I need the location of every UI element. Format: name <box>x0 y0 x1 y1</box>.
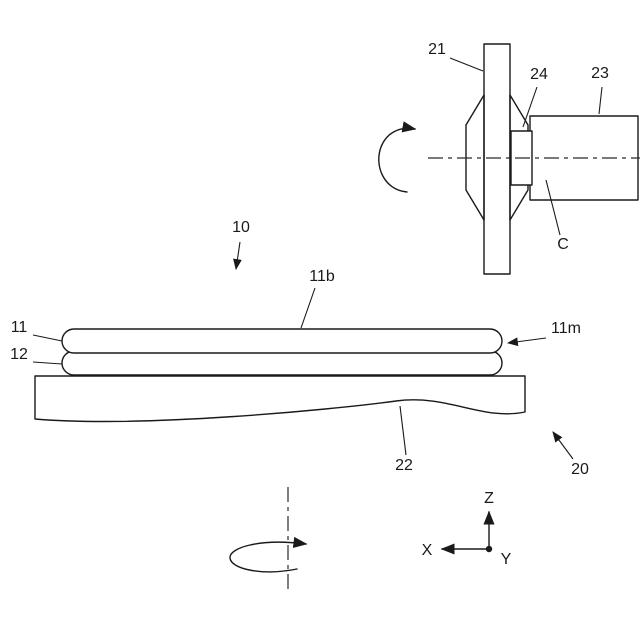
label-wafer-edge: 11m <box>551 320 581 337</box>
label-axis-z: Z <box>484 490 494 507</box>
leader-wafer-top <box>32 334 63 342</box>
label-table-surface: 22 <box>395 457 413 474</box>
label-wheel-mount: 24 <box>530 66 548 83</box>
leader-wheel-mount <box>522 86 538 128</box>
leader-spindle-axis <box>545 179 561 236</box>
arrow-wafer-edge <box>506 337 547 347</box>
wafer-top-shape <box>61 328 503 354</box>
arrow-workpiece <box>233 241 242 271</box>
label-spindle-axis: C <box>557 236 569 253</box>
leader-grinding-wheel <box>449 57 484 72</box>
leader-spindle <box>598 86 603 115</box>
label-wafer-top: 11 <box>11 319 28 336</box>
label-wafer-bottom: 12 <box>10 346 28 363</box>
arrow-chuck-table <box>552 431 574 460</box>
table-rotation-arrow <box>229 536 308 573</box>
label-wafer-top-surface: 11b <box>309 268 335 285</box>
leader-wafer-top-surface <box>300 287 316 329</box>
label-spindle: 23 <box>591 65 609 82</box>
spindle-rotation-arrow <box>378 121 417 193</box>
grinding-wheel-shape <box>483 43 511 275</box>
label-axis-x: X <box>422 542 433 559</box>
axis-origin-dot <box>485 545 493 553</box>
label-axis-y: Y <box>501 551 512 568</box>
leader-table-surface <box>399 405 407 456</box>
chuck-table-shape <box>34 375 526 423</box>
label-workpiece: 10 <box>232 219 250 236</box>
leader-wafer-bottom <box>32 361 63 365</box>
label-grinding-wheel: 21 <box>428 41 446 58</box>
wafer-bottom-shape <box>61 350 503 376</box>
label-chuck-table: 20 <box>571 461 589 478</box>
